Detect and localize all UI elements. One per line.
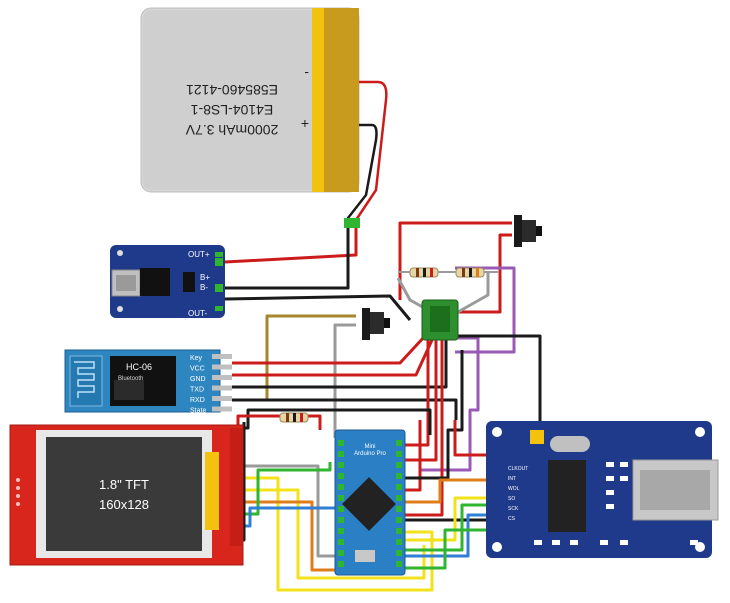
arduino-pin-left	[338, 539, 344, 545]
bluetooth-pin-gnd: GND	[190, 376, 206, 383]
tft-resolution: 160x128	[99, 497, 149, 512]
bluetooth-pin-state: State	[190, 408, 206, 415]
arduino-pin-left	[338, 451, 344, 457]
arduino-pin-left	[338, 506, 344, 512]
bluetooth-sub: Bluetooth	[118, 376, 143, 382]
arduino-pin-left	[338, 473, 344, 479]
arduino-title: Arduino Pro	[354, 451, 386, 457]
arduino-sub: Mini	[364, 444, 375, 450]
arduino-pin-left	[338, 550, 344, 556]
ethernet-pin-labels: CLKOUT INT WOL SO SCK CS	[508, 466, 528, 522]
battery-plus-label: +	[301, 116, 309, 132]
ethernet-module: CLKOUT INT WOL SO SCK CS	[486, 421, 719, 558]
arduino-pin-left	[338, 462, 344, 468]
arduino-pin-right	[396, 517, 402, 523]
bluetooth-pin-pad	[212, 375, 232, 380]
arduino-pin-right	[396, 528, 402, 534]
ethernet-pin-int: INT	[508, 476, 516, 482]
arduino-pin-left	[338, 528, 344, 534]
arduino-pin-left	[338, 484, 344, 490]
arduino-pin-left	[338, 440, 344, 446]
arduino-pin-right	[396, 451, 402, 457]
tft-display: 1.8" TFT 160x128	[9, 424, 244, 566]
arduino-pin-headers	[338, 440, 402, 567]
bluetooth-pin-txd: TXD	[190, 387, 204, 394]
bluetooth-pin-pad	[212, 385, 232, 391]
bluetooth-name: HC-06	[126, 362, 152, 372]
ethernet-pin-so: SO	[508, 496, 515, 502]
arduino-pin-left	[338, 561, 344, 567]
bluetooth-pin-pad	[212, 396, 232, 401]
power-switch-top	[514, 215, 542, 247]
ethernet-smd-parts	[534, 462, 698, 545]
charger-module: OUT+ OUT- B+ B-	[110, 245, 225, 318]
power-switch-mid	[362, 308, 390, 340]
ethernet-pin-clkout: CLKOUT	[508, 466, 528, 472]
arduino-pin-right	[396, 561, 402, 567]
arduino-pro-mini: Arduino Pro Mini	[334, 429, 406, 576]
arduino-pin-right	[396, 484, 402, 490]
bluetooth-pin-vcc: VCC	[190, 366, 205, 373]
bluetooth-pin-pad	[212, 354, 232, 359]
charger-out-minus: OUT-	[188, 309, 207, 318]
arduino-pin-right	[396, 539, 402, 545]
resistor-divider	[279, 267, 498, 423]
arduino-pin-right	[396, 550, 402, 556]
tft-title: 1.8" TFT	[99, 477, 149, 492]
bluetooth-pin-rxd: RXD	[190, 397, 205, 404]
arduino-pin-right	[396, 440, 402, 446]
bluetooth-pin-pad	[212, 364, 232, 370]
battery-red-lead	[354, 80, 388, 230]
tft-header	[230, 428, 242, 546]
battery-serial-label: E585460-4121	[186, 82, 278, 98]
arduino-pin-left	[338, 495, 344, 501]
lipo-battery: 2000mAh 3.7V E4104-LS8-1 E585460-4121 + …	[140, 7, 360, 193]
charger-b-minus: B-	[200, 283, 208, 292]
arduino-pin-right	[396, 506, 402, 512]
ethernet-pin-wol: WOL	[508, 486, 520, 492]
voltage-regulator-board	[421, 299, 459, 341]
battery-black-lead	[346, 123, 378, 230]
charger-out-plus: OUT+	[188, 250, 210, 259]
ethernet-pin-cs: CS	[508, 516, 516, 522]
bluetooth-pin-pad	[212, 406, 232, 412]
bluetooth-pin-key: Key	[190, 355, 203, 362]
arduino-pin-right	[396, 495, 402, 501]
arduino-pin-left	[338, 517, 344, 523]
ethernet-pin-sck: SCK	[508, 506, 519, 512]
arduino-pin-right	[396, 462, 402, 468]
charger-b-plus: B+	[200, 273, 210, 282]
battery-minus-label: -	[304, 66, 309, 82]
tft-pin-holes	[16, 478, 20, 506]
battery-model-label: E4104-LS8-1	[191, 102, 274, 118]
battery-capacity-label: 2000mAh 3.7V	[185, 122, 278, 138]
arduino-pin-right	[396, 473, 402, 479]
